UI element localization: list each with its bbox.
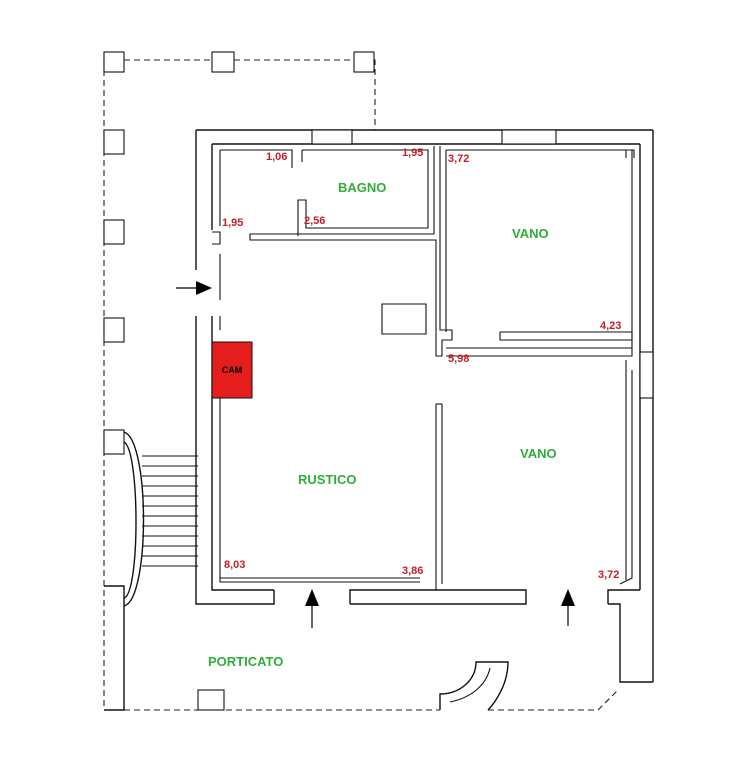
porch-pillar [197, 689, 225, 711]
room-label-rustico: RUSTICO [298, 472, 357, 487]
dim-bagno-left-top: 1,06 [266, 151, 287, 163]
entry-arrow-icon [305, 589, 319, 628]
entry-arrows [176, 281, 575, 628]
room-labels: BAGNO VANO VANO RUSTICO PORTICATO [208, 180, 557, 669]
dim-rustico-bottom: 3,86 [402, 565, 423, 577]
window-icon [311, 129, 353, 145]
entry-arrow-icon [561, 589, 575, 626]
dim-bagno-bottom: 2,56 [304, 215, 325, 227]
porch-pillar [103, 129, 125, 155]
dim-vano-bottom-depth: 5,98 [448, 353, 469, 365]
window-icon [501, 129, 557, 145]
windows [311, 129, 654, 399]
dim-vano-bottom-width: 3,72 [598, 569, 619, 581]
entry-arrow-icon [176, 281, 212, 295]
dim-bagno-left-bottom: 1,95 [222, 217, 243, 229]
dim-vano-top-depth: 4,23 [600, 320, 621, 332]
porch-pillar [103, 219, 125, 245]
dim-rustico-left: 8,03 [224, 559, 245, 571]
porch-outline [103, 51, 619, 711]
porch-pillar [103, 51, 125, 73]
dim-vano-top-width: 3,72 [448, 153, 469, 165]
porch-pillar [103, 429, 125, 455]
porch-corner-wall [104, 585, 125, 711]
fireplace-label: CAM [222, 365, 243, 375]
porch-pillar [211, 51, 235, 73]
porch-arch [439, 661, 509, 711]
interior-walls [212, 146, 635, 590]
outer-walls [195, 129, 654, 683]
window-icon [639, 351, 654, 399]
porch-pillar [103, 317, 125, 343]
fireplace-icon: CAM [211, 341, 253, 399]
stairs-icon [123, 431, 198, 607]
porch-pillar [353, 51, 375, 73]
room-label-porticato: PORTICATO [208, 654, 283, 669]
room-label-vano-top: VANO [512, 226, 549, 241]
room-label-bagno: BAGNO [338, 180, 386, 195]
room-label-vano-bottom: VANO [520, 446, 557, 461]
dim-bagno-right-top: 1,95 [402, 147, 423, 159]
dimension-labels: 1,06 1,95 1,95 2,56 3,72 4,23 5,98 8,03 … [222, 147, 621, 581]
